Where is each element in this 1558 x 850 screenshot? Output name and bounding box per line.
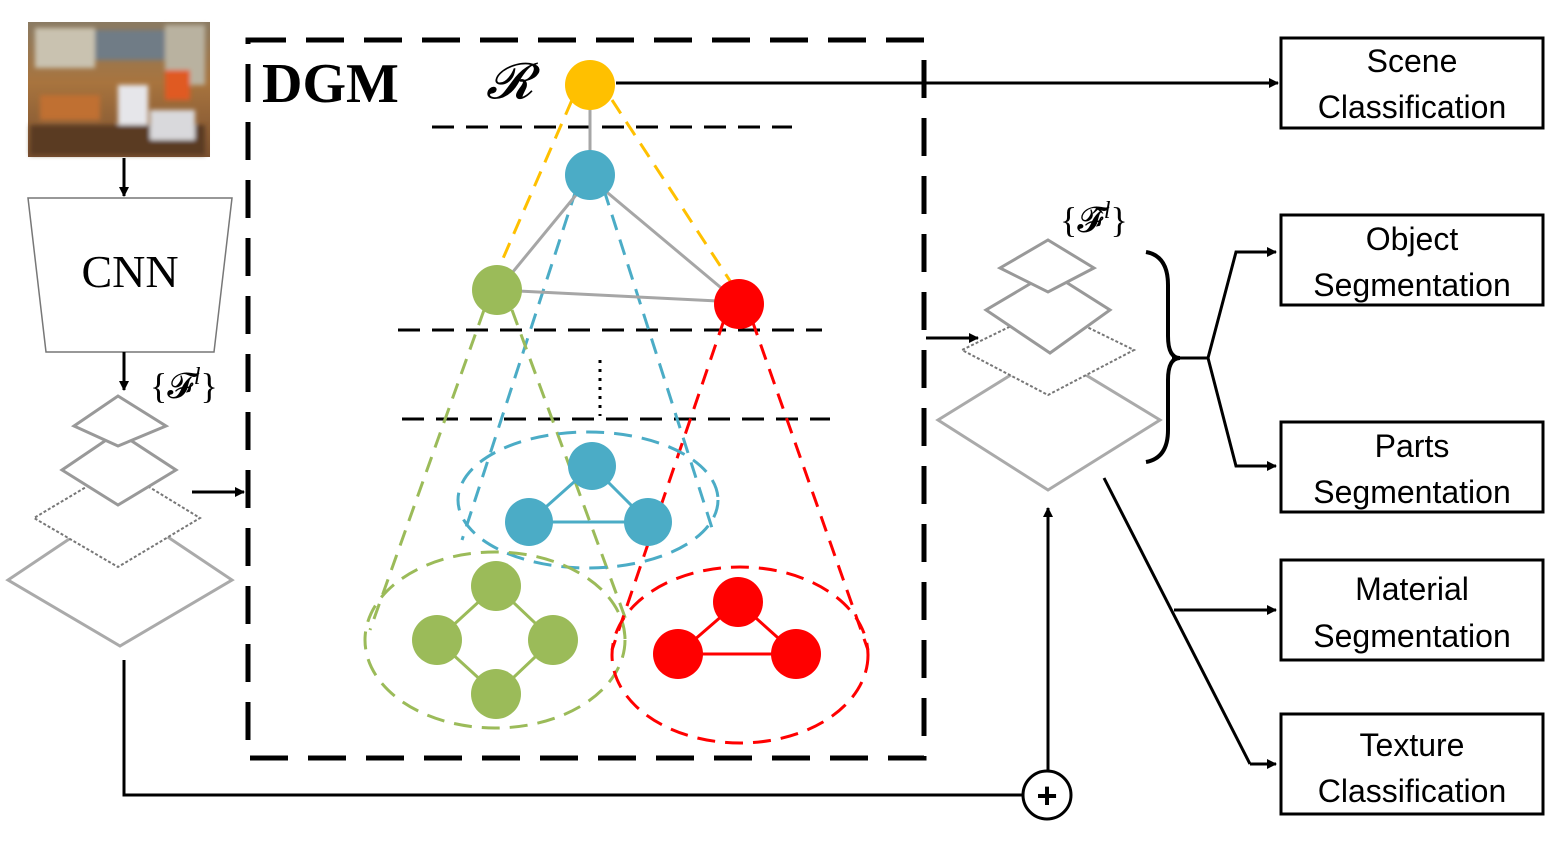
blue-cone <box>460 189 714 541</box>
svg-text:Segmentation: Segmentation <box>1313 267 1510 303</box>
root-node-label: 𝓡 <box>486 53 541 109</box>
sum-node: + <box>1021 769 1073 821</box>
task-box-material-segmentation: Material Segmentation <box>1279 558 1545 662</box>
branch-material-texture <box>1102 477 1277 769</box>
svg-text:Material: Material <box>1355 571 1469 607</box>
feature-map-level-3 <box>32 466 202 569</box>
feature-pyramid-refined <box>935 238 1163 492</box>
svg-text:Object: Object <box>1366 221 1459 257</box>
svg-text:Scene: Scene <box>1367 43 1458 79</box>
task-box-object-segmentation: Object Segmentation <box>1279 213 1545 307</box>
features-label: {𝓕l} <box>150 364 218 406</box>
branch-object-parts <box>1172 247 1277 471</box>
feature-map-level-4 <box>5 503 235 648</box>
refined-map-level-2 <box>983 270 1113 355</box>
task-box-texture-classification: Texture Classification <box>1279 712 1545 816</box>
svg-text:Classification: Classification <box>1318 89 1507 125</box>
red-cluster-ellipse <box>610 565 870 745</box>
top-graph-edges <box>496 85 739 304</box>
svg-text:Segmentation: Segmentation <box>1313 618 1510 654</box>
svg-text:Texture: Texture <box>1360 727 1465 763</box>
dgm-title: DGM <box>262 53 399 115</box>
feature-map-level-2 <box>59 430 179 507</box>
cnn-label: CNN <box>81 246 178 297</box>
red-cone <box>610 319 870 651</box>
refined-map-level-1 <box>996 238 1098 294</box>
green-cluster-graph <box>412 561 578 719</box>
blue-cluster-ellipse <box>456 430 720 570</box>
red-cluster-graph <box>653 577 821 679</box>
blue-node <box>565 150 615 200</box>
svg-text:Classification: Classification <box>1318 773 1507 809</box>
feature-pyramid-left <box>5 394 235 648</box>
green-node <box>472 265 522 315</box>
cnn-block: CNN <box>27 197 233 353</box>
sum-symbol: + <box>1036 775 1057 816</box>
svg-text:Parts: Parts <box>1375 428 1450 464</box>
skip-connection-line <box>122 660 1022 797</box>
dgm-box <box>245 37 927 761</box>
task-box-parts-segmentation: Parts Segmentation <box>1279 420 1545 514</box>
input-image <box>28 22 210 157</box>
task-box-scene-classification: Scene Classification <box>1279 36 1545 130</box>
root-cone <box>496 99 738 291</box>
green-cluster-ellipse <box>363 550 627 730</box>
blue-cluster-graph <box>505 442 672 546</box>
refined-map-level-4 <box>935 350 1163 492</box>
svg-text:Segmentation: Segmentation <box>1313 474 1510 510</box>
feature-map-level-1 <box>70 394 170 448</box>
refined-features-label: {𝓕̂l} <box>1060 198 1128 240</box>
red-node <box>714 279 764 329</box>
root-node <box>565 60 615 110</box>
